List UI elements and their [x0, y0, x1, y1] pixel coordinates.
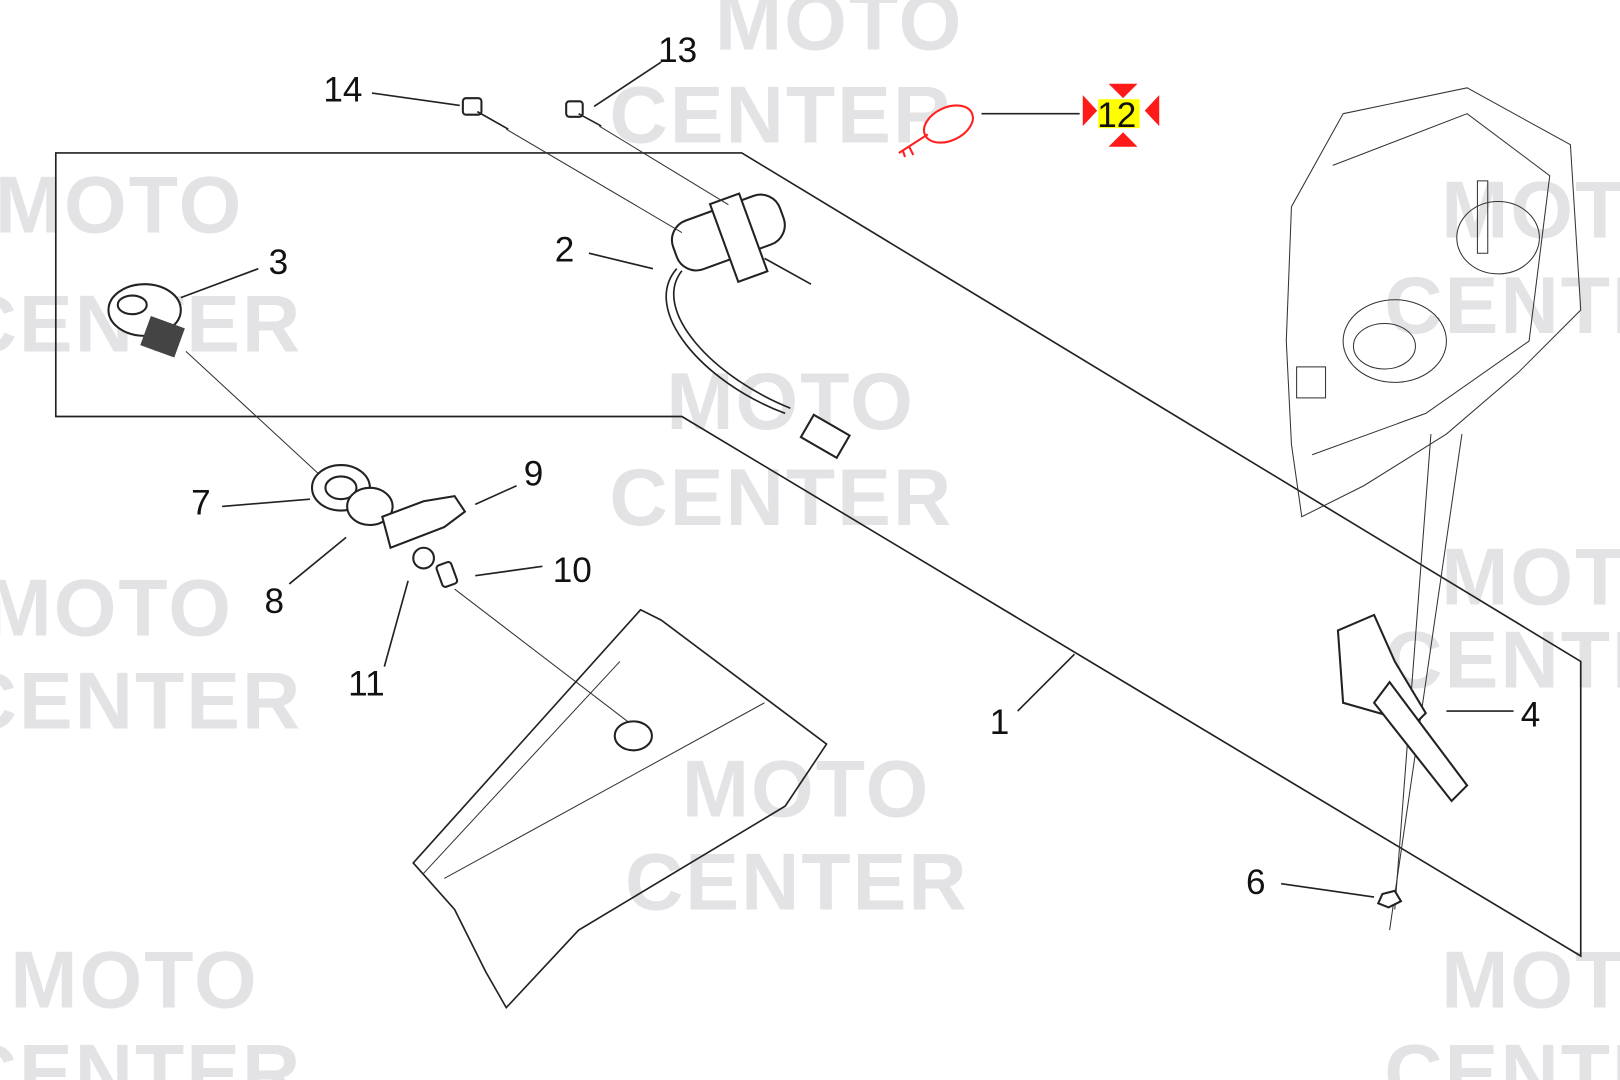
- watermark-moto: MOTO: [0, 564, 233, 654]
- part-6-nut: [1376, 889, 1403, 909]
- label-11[interactable]: 11: [348, 665, 384, 704]
- cover-panel: [412, 608, 828, 1010]
- label-12[interactable]: 12: [1097, 96, 1136, 135]
- part-12-key: [898, 104, 974, 158]
- watermark-moto: MOTO: [666, 357, 914, 447]
- assembly-outline: [54, 152, 1582, 958]
- label-9[interactable]: 9: [524, 455, 544, 494]
- part-labels: 14 13 12 2 3 7 9 8 10 11 1 4 6: [191, 31, 1540, 902]
- part-4-lock: [1336, 613, 1469, 803]
- watermark-center: CENTER: [1384, 1029, 1620, 1080]
- label-7[interactable]: 7: [191, 484, 211, 523]
- label-1[interactable]: 1: [990, 703, 1010, 742]
- label-2[interactable]: 2: [555, 230, 575, 269]
- watermark-center: CENTER: [610, 71, 954, 161]
- watermark-moto: MOTO: [682, 744, 930, 834]
- watermark-moto: MOTO: [1441, 936, 1620, 1026]
- part-13-screw: [565, 100, 729, 206]
- part-14-screw: [461, 97, 683, 233]
- watermark-moto: MOTO: [10, 936, 258, 1026]
- label-10[interactable]: 10: [553, 551, 592, 590]
- watermark-center: CENTER: [1384, 615, 1620, 705]
- part-9-bracket: [381, 494, 467, 550]
- frame-drawing: [1285, 87, 1582, 931]
- watermark-center: CENTER: [625, 837, 969, 927]
- part-11-washer: [412, 546, 435, 570]
- label-3[interactable]: 3: [269, 243, 289, 282]
- watermark-center: CENTER: [1384, 261, 1620, 351]
- label-14[interactable]: 14: [323, 70, 362, 109]
- leader-lines: [180, 61, 1514, 898]
- part-10-screw: [435, 560, 631, 724]
- watermark-moto: MOTO: [1441, 166, 1620, 256]
- watermark-center: CENTER: [0, 657, 302, 747]
- watermark-moto: MOTO: [0, 161, 243, 251]
- watermark-moto: MOTO: [715, 0, 963, 68]
- watermark-center: CENTER: [0, 1029, 302, 1080]
- watermark-center: CENTER: [610, 453, 954, 543]
- label-8[interactable]: 8: [264, 582, 284, 621]
- label-6[interactable]: 6: [1246, 863, 1266, 902]
- part-8-bushing: [346, 486, 394, 527]
- label-13[interactable]: 13: [658, 31, 697, 70]
- label-4[interactable]: 4: [1521, 696, 1541, 735]
- part-3-cap: [107, 283, 321, 476]
- part-2-switch: [665, 192, 852, 460]
- watermark-moto: MOTO: [1441, 533, 1620, 623]
- highlight-marker[interactable]: [1082, 83, 1160, 147]
